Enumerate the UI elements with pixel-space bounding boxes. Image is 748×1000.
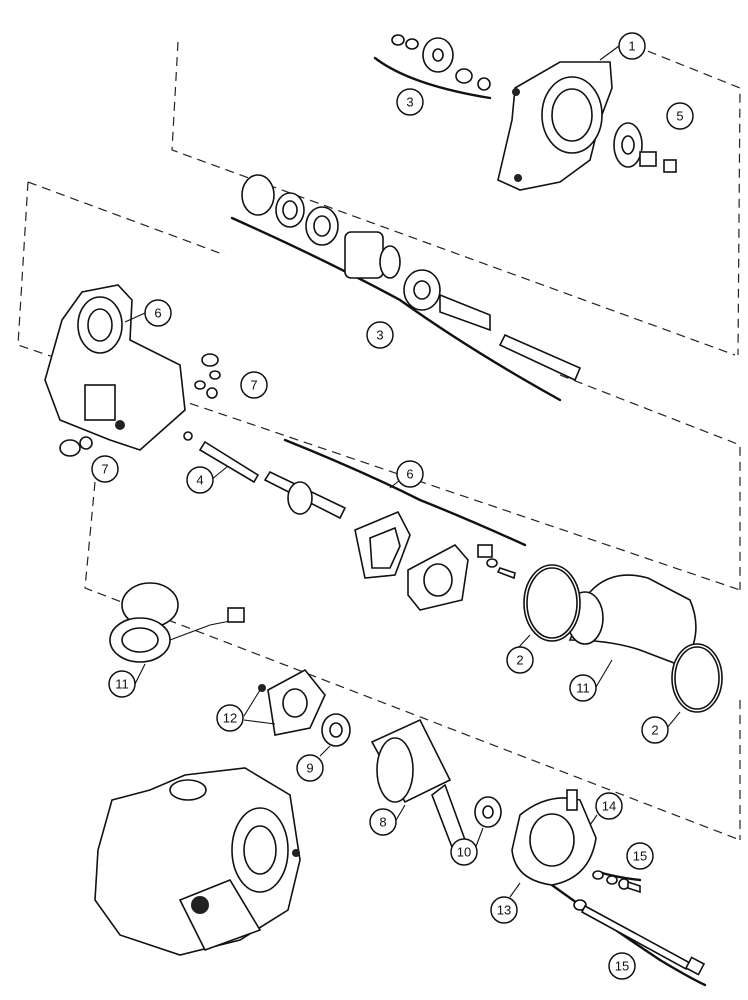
callout-14: 14	[595, 792, 623, 820]
bearing-front	[321, 713, 351, 747]
swoosh-top	[373, 56, 492, 100]
field-coil	[109, 582, 245, 663]
callout-8: 8	[369, 808, 397, 836]
callout-15a-label: 15	[633, 849, 647, 864]
callout-2b: 2	[641, 716, 669, 744]
leader-12a	[243, 689, 261, 717]
callout-6b: 6	[396, 460, 424, 488]
yoke-frame	[566, 574, 697, 667]
callout-2a: 2	[506, 646, 534, 674]
callout-4: 4	[186, 466, 214, 494]
callout-12-label: 12	[223, 711, 237, 726]
solenoid-housing	[44, 284, 186, 451]
callout-15b-label: 15	[615, 959, 629, 974]
callout-11a-label: 11	[115, 677, 129, 692]
leader-9	[319, 745, 331, 757]
callout-13-label: 13	[497, 903, 511, 918]
leader-11b	[595, 659, 613, 688]
leader-6b	[389, 479, 401, 489]
screw-washer-set	[592, 870, 641, 894]
callout-8-label: 8	[379, 815, 386, 830]
callout-3a: 3	[396, 88, 424, 116]
swoosh-washers	[596, 870, 642, 882]
callout-11b-label: 11	[576, 681, 590, 696]
callout-6a: 6	[144, 299, 172, 327]
leader-10	[474, 827, 484, 850]
leader-6a	[124, 312, 146, 323]
brush-holder	[258, 668, 326, 736]
commutator-end-frame	[511, 789, 597, 886]
solenoid-gasket-plates	[354, 510, 516, 611]
plunger-spring	[183, 431, 347, 520]
bearing-rear	[474, 796, 502, 828]
callout-6a-label: 6	[154, 306, 161, 321]
callout-5: 5	[666, 102, 694, 130]
through-bolt	[573, 899, 706, 976]
callout-11b: 11	[569, 674, 597, 702]
callout-7b-label: 7	[101, 462, 108, 477]
clutch-shaft-assembly	[241, 174, 582, 382]
leader-13	[509, 882, 521, 898]
nut-washer-set-upper	[194, 353, 221, 399]
callout-10-label: 10	[457, 845, 471, 860]
callout-11a: 11	[108, 670, 136, 698]
callout-2a-label: 2	[516, 653, 523, 668]
callout-15b: 15	[608, 952, 636, 980]
swoosh-solenoid	[283, 438, 527, 547]
nut-washer-set-lower	[59, 436, 93, 457]
callout-6b-label: 6	[406, 467, 413, 482]
callout-3b: 3	[366, 321, 394, 349]
group-outline-mid-right2	[559, 374, 741, 590]
callout-7b: 7	[91, 455, 119, 483]
group-outline-mid-right	[27, 181, 226, 256]
o-rings	[523, 564, 723, 713]
callout-7a: 7	[240, 371, 268, 399]
swoosh-bolt	[543, 878, 707, 987]
assembled-starter	[94, 767, 301, 956]
callout-9-label: 9	[306, 761, 313, 776]
armature	[370, 718, 469, 857]
drive-end-housing	[497, 61, 613, 191]
callout-5-label: 5	[676, 109, 683, 124]
group-outline-top	[171, 41, 736, 356]
group-outline-top-right	[619, 39, 741, 356]
leader-1	[599, 45, 620, 61]
callout-3b-label: 3	[376, 328, 383, 343]
leader-11a	[134, 663, 146, 685]
callout-10: 10	[450, 838, 478, 866]
callout-1: 1	[618, 32, 646, 60]
swoosh-shaft	[230, 216, 562, 402]
callout-3a-label: 3	[406, 95, 413, 110]
group-outline-low	[84, 481, 741, 841]
leader-2a	[518, 634, 531, 648]
leader-8	[394, 804, 406, 823]
callout-14-label: 14	[602, 799, 616, 814]
leader-12b	[243, 719, 276, 725]
callout-1-label: 1	[628, 39, 635, 54]
callout-12: 12	[216, 704, 244, 732]
callout-2b-label: 2	[651, 723, 658, 738]
leader-2b	[666, 711, 681, 729]
pinion-gear	[613, 122, 677, 173]
callout-7a-label: 7	[250, 378, 257, 393]
callout-15a: 15	[626, 842, 654, 870]
small-gear-set	[391, 34, 491, 91]
leader-4	[210, 465, 229, 481]
callout-9: 9	[296, 754, 324, 782]
callout-4-label: 4	[196, 473, 203, 488]
callout-13: 13	[490, 896, 518, 924]
leader-14	[589, 814, 598, 826]
